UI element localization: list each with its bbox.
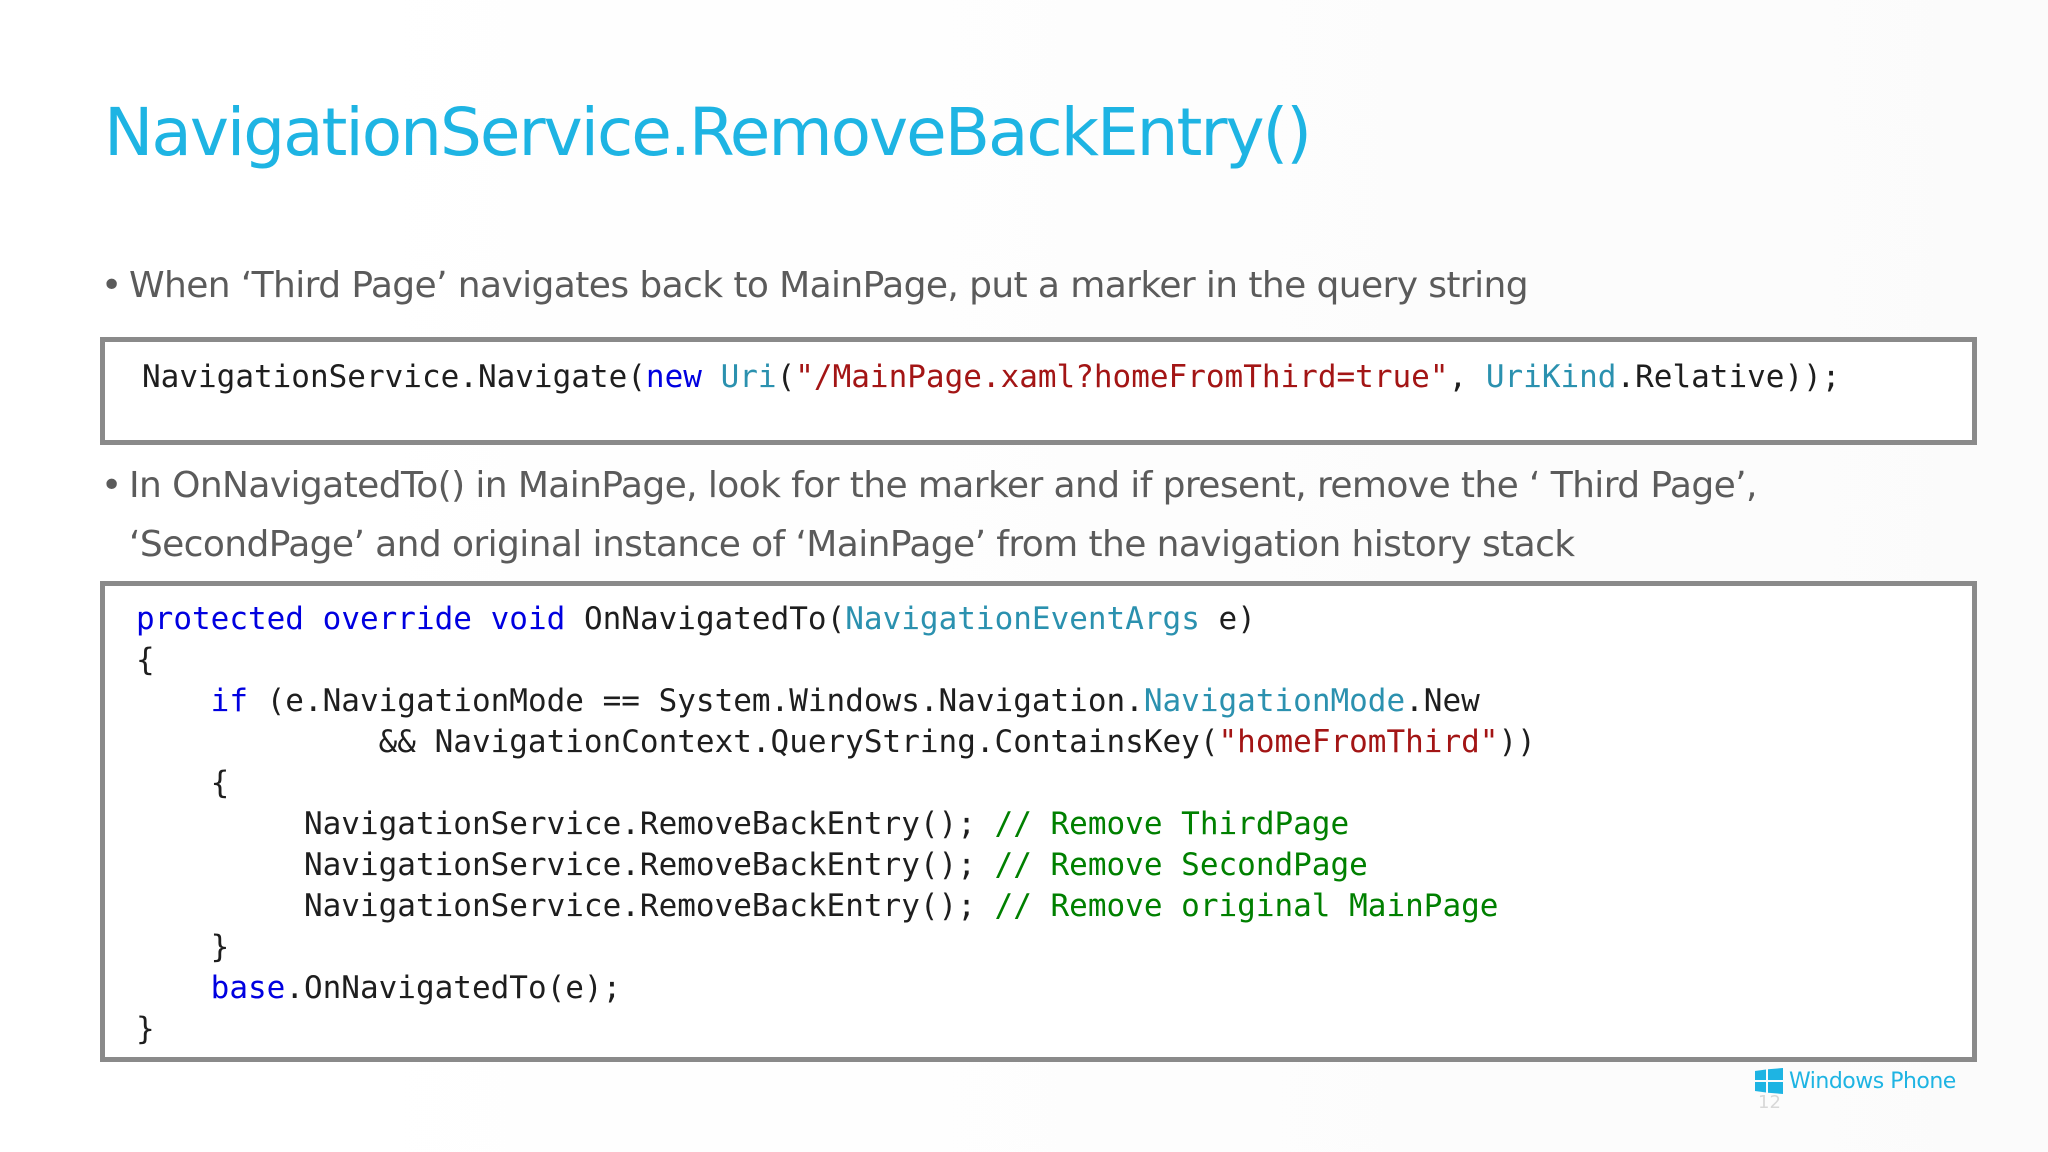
code-line: if (e.NavigationMode == System.Windows.N…: [210, 683, 1480, 719]
code-line: NavigationService.RemoveBackEntry(); // …: [136, 888, 1499, 924]
bullet-marker: •: [101, 465, 122, 506]
code-line: NavigationService.RemoveBackEntry(); // …: [136, 847, 1368, 883]
code-line: && NavigationContext.QueryString.Contain…: [136, 724, 1536, 760]
bullet-2-line-1: •In OnNavigatedTo() in MainPage, look fo…: [101, 456, 1757, 516]
code-line: }: [136, 1011, 155, 1047]
windows-logo-icon: [1755, 1068, 1783, 1094]
bullet-1-text: When ‘Third Page’ navigates back to Main…: [129, 265, 1529, 306]
code-line: {: [136, 642, 155, 678]
code-line: {: [136, 765, 230, 801]
code-line: base.OnNavigatedTo(e);: [210, 970, 622, 1006]
code-line: NavigationService.RemoveBackEntry(); // …: [136, 806, 1350, 842]
bullet-1: •When ‘Third Page’ navigates back to Mai…: [101, 256, 1529, 316]
code-line: NavigationService.Navigate(new Uri("/Mai…: [142, 359, 1841, 395]
code-line: }: [136, 929, 230, 965]
code-block-onnavigatedto: protected override void OnNavigatedTo(Na…: [100, 581, 1977, 1062]
bullet-2: •In OnNavigatedTo() in MainPage, look fo…: [101, 456, 1757, 516]
slide-title: NavigationService.RemoveBackEntry(): [104, 94, 1312, 171]
page-number: 12: [1758, 1092, 1781, 1113]
bullet-marker: •: [101, 265, 122, 306]
code-line: protected override void OnNavigatedTo(Na…: [136, 601, 1256, 637]
logo-text: Windows Phone: [1789, 1068, 1956, 1094]
code-block-navigate: NavigationService.Navigate(new Uri("/Mai…: [100, 337, 1977, 445]
bullet-2-continued: ‘SecondPage’ and original instance of ‘M…: [101, 515, 1575, 575]
windows-phone-logo: Windows Phone: [1755, 1068, 1956, 1094]
bullet-2-line-2: ‘SecondPage’ and original instance of ‘M…: [129, 524, 1575, 565]
